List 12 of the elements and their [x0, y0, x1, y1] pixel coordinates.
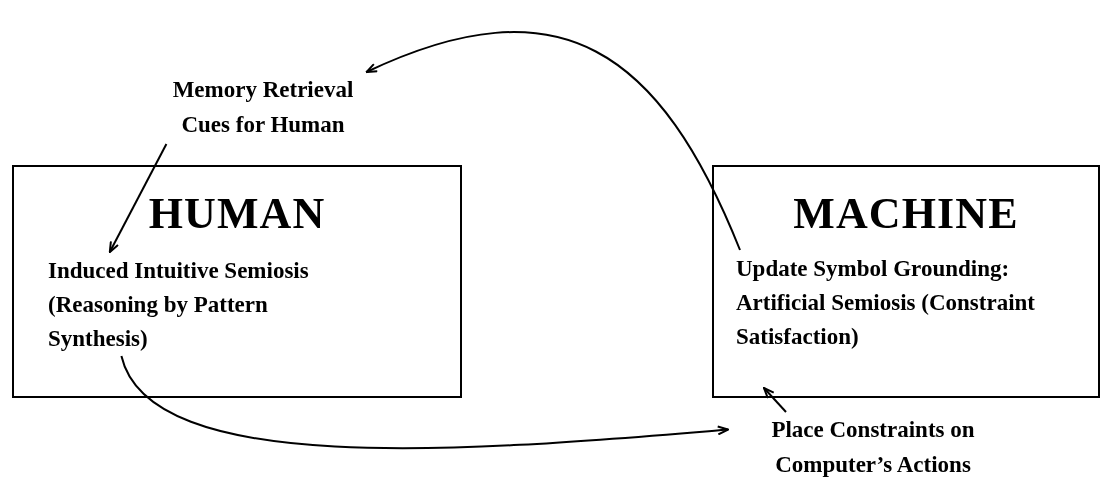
node-text: Place Constraints on Computer’s Actions — [728, 412, 1018, 492]
process-box — [712, 165, 1100, 398]
node-text: Memory Retrieval Cues for Human — [148, 72, 378, 144]
arrow — [120, 355, 729, 450]
box-title: HUMAN — [147, 189, 327, 239]
node-text: Induced Intuitive Semiosis (Reasoning by Pattern Synthesis) — [48, 254, 338, 358]
arrow — [763, 387, 787, 413]
node-text: Update Symbol Grounding: Artificial Semiosis (Constraint Satisfaction) — [736, 252, 1036, 390]
arrow — [365, 31, 741, 251]
arrow — [108, 143, 168, 253]
process-box — [12, 165, 462, 398]
box-title: MACHINE — [792, 189, 1020, 239]
